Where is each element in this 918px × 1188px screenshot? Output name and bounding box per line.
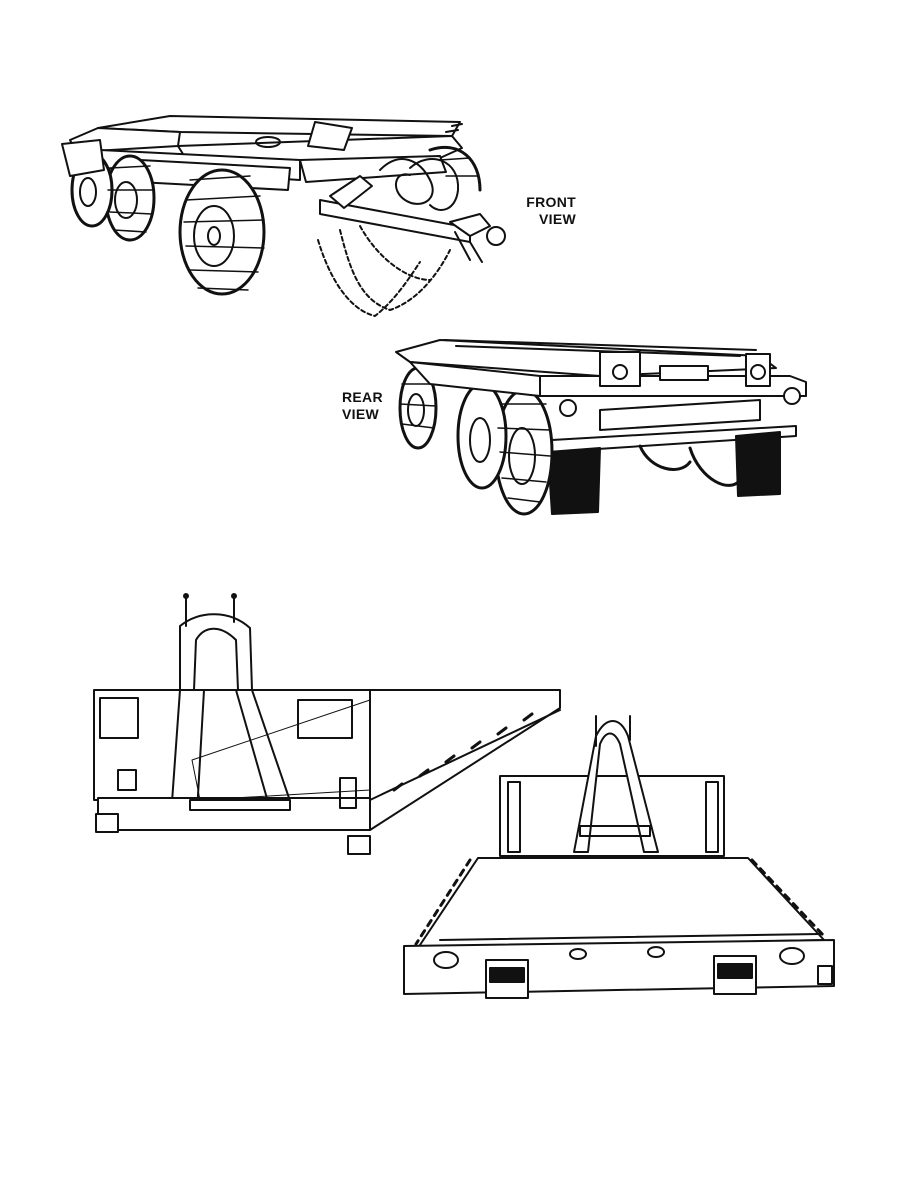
trailer-rear-view-drawing [395,339,807,516]
flatrack-side-view-drawing [93,593,561,855]
trailer-front-view-drawing [61,115,506,317]
front-view-label-line-1: FRONT [526,194,576,210]
rear-view-label: REAR VIEW [342,389,402,423]
rear-view-label-line-1: REAR [342,389,383,405]
front-view-label-line-2: VIEW [539,211,576,227]
rear-view-label-line-2: VIEW [342,406,379,422]
front-view-label: FRONT VIEW [522,194,576,228]
flatrack-end-view-drawing [403,715,835,999]
